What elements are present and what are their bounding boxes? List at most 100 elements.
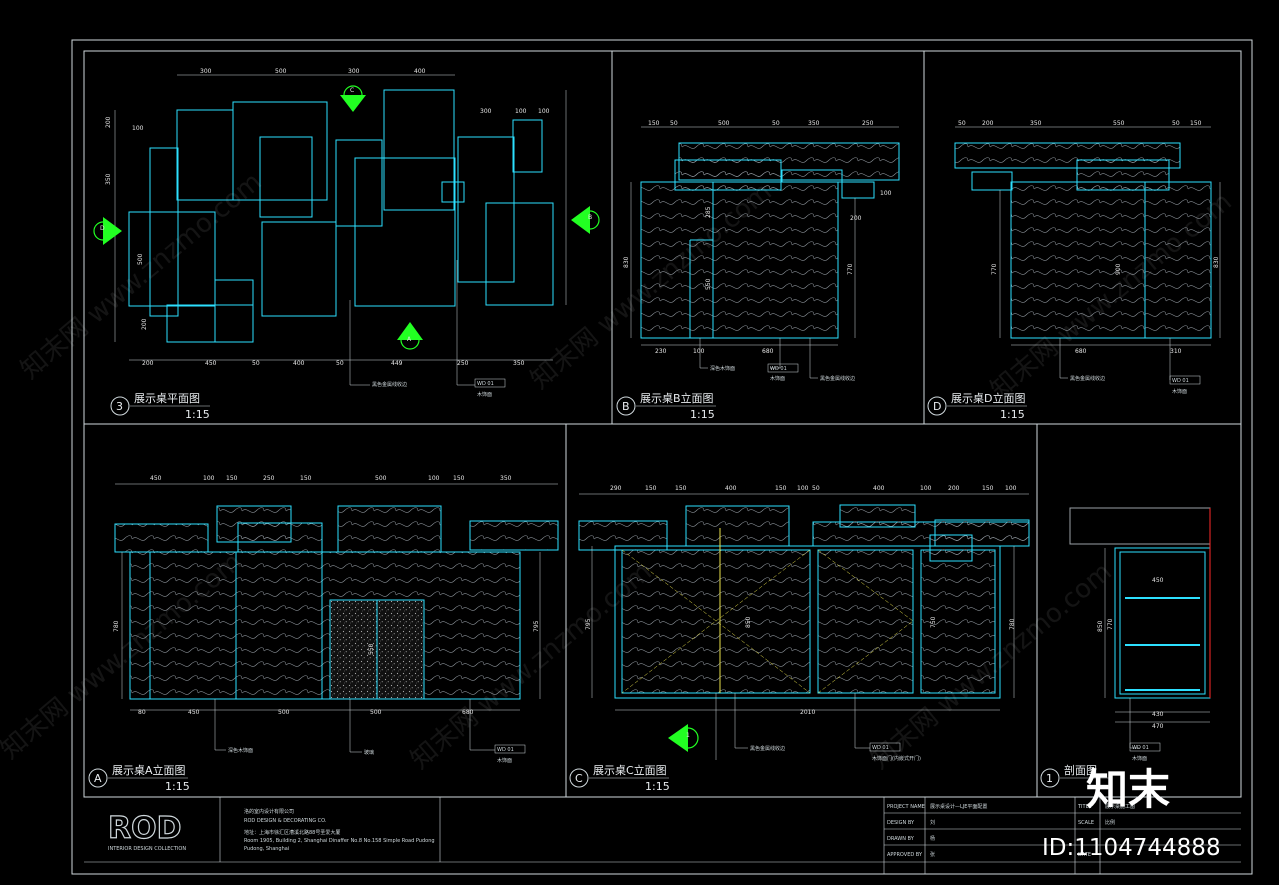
dim-label: 150	[226, 475, 238, 482]
dim-label: 150	[645, 485, 657, 492]
row-value: 比例	[1105, 819, 1115, 826]
dim-label: 300	[348, 68, 360, 75]
plan-right-dims: 300 100 100	[480, 108, 550, 115]
view-scale: 1:15	[185, 408, 210, 421]
dim-label: 550	[1113, 120, 1125, 127]
dim-label: 830	[1213, 256, 1220, 268]
dim-label: 680	[762, 348, 774, 355]
elevation-d	[954, 126, 1221, 385]
material-tag: WD 01	[770, 366, 787, 372]
material-note: 木饰面	[497, 757, 512, 764]
view-title: 展示桌A立面图	[112, 763, 186, 777]
address-en: Pudong, Shanghai	[244, 846, 289, 852]
dim-label: 50	[812, 485, 820, 492]
dim-label: 250	[263, 475, 275, 482]
note: 黑色金属线收边	[750, 745, 785, 752]
material-tag: WD 01	[477, 381, 494, 387]
material-note: 木饰面门(内嵌式开门)	[872, 755, 921, 762]
row-key: DATE	[1078, 852, 1091, 858]
dim-label: 50	[772, 120, 780, 127]
material-tag: WD 01	[497, 747, 514, 753]
marker-label: D	[100, 225, 105, 232]
elevation-c-dims: 290 150 150 400 150 100 50 400 100 200 1…	[585, 485, 1017, 762]
dim-label: 400	[293, 360, 305, 367]
dim-label: 230	[655, 348, 667, 355]
view-title-plan: 3 展示桌平面图 1:15	[110, 392, 210, 421]
dim-label: 310	[1170, 348, 1182, 355]
dim-label: 100	[693, 348, 705, 355]
row-value: 展示桌施工图	[1105, 803, 1135, 810]
dim-label: 430	[1152, 711, 1164, 718]
brand-watermark: 知末	[1086, 765, 1170, 814]
dim-label: 285	[705, 206, 712, 218]
dim-label: 850	[745, 616, 752, 628]
row-key: DRAWN BY	[887, 836, 915, 842]
dim-label: 200	[105, 116, 112, 128]
note: 深色木饰面	[710, 365, 735, 372]
view-title-d: D 展示桌D立面图 1:15	[927, 391, 1027, 421]
dim-label: 680	[1075, 348, 1087, 355]
dim-label: 449	[391, 360, 403, 367]
sheet-frame	[71, 39, 1253, 875]
section-dims: 450 430 470 850 770 WD 01 木饰面	[1097, 577, 1164, 762]
dim-label: 400	[873, 485, 885, 492]
material-note: 木饰面	[1172, 388, 1187, 395]
dim-label: 550	[705, 278, 712, 290]
company-name-cn: 洛的室内设计有限公司	[244, 808, 294, 815]
marker-label: A	[407, 336, 412, 343]
note: 深色木饰面	[228, 747, 253, 754]
elevation-b	[630, 126, 900, 379]
image-id-watermark: ID:1104744888	[1042, 835, 1221, 861]
plan-leader	[349, 260, 506, 388]
view-number: D	[933, 400, 941, 413]
dim-label: 150	[648, 120, 660, 127]
dim-label: 100	[920, 485, 932, 492]
dim-label: 2010	[800, 709, 815, 716]
plan-left-dims: 200 100 350 500 200	[105, 116, 148, 330]
row-value: 张	[930, 851, 935, 858]
dim-label: 450	[205, 360, 217, 367]
plan-bottom-dims: 200 450 50 400 50 449 250 350	[142, 360, 525, 367]
marker-a: A	[397, 322, 423, 350]
view-title: 展示桌D立面图	[951, 391, 1025, 405]
dim-label: 50	[670, 120, 678, 127]
dim-label: 500	[137, 253, 144, 265]
dim-label: 450	[188, 709, 200, 716]
view-number: 3	[116, 400, 123, 413]
dim-label: 350	[500, 475, 512, 482]
dim-label: 680	[462, 709, 474, 716]
dim-label: 795	[533, 620, 540, 632]
note: 黑色金属线收边	[1070, 375, 1105, 382]
note: 玻璃	[364, 749, 374, 756]
dim-label: 100	[203, 475, 215, 482]
view-title: 展示桌B立面图	[640, 391, 714, 405]
logo-subtitle: INTERIOR DESIGN COLLECTION	[108, 846, 186, 852]
dim-label: 100	[880, 190, 892, 197]
view-scale: 1:15	[690, 408, 715, 421]
dim-label: 500	[375, 475, 387, 482]
elevation-c	[578, 493, 1030, 760]
marker-label: 1	[686, 732, 690, 739]
dim-label: 350	[513, 360, 525, 367]
dim-label: 795	[585, 618, 592, 630]
material-note: 木饰面	[477, 391, 492, 398]
dim-label: 150	[453, 475, 465, 482]
view-number: B	[622, 400, 630, 413]
watermark-text: 知末网 www.znzmo.com	[15, 167, 267, 386]
plan-note: 黑色金属线收边	[372, 381, 407, 388]
material-tag: WD 01	[872, 745, 889, 751]
address-en: Room 1905, Building 2, Shanghai Dinaffer…	[244, 838, 435, 844]
view-scale: 1:15	[165, 780, 190, 793]
address-cn: 地址：上海市徐汇区漕溪北路88号圣爱大厦	[244, 829, 340, 836]
dim-label: 300	[200, 68, 212, 75]
material-tag: WD 01	[1132, 745, 1149, 751]
dim-label: 500	[278, 709, 290, 716]
view-number: 1	[1046, 772, 1053, 785]
material-note: 木饰面	[1132, 755, 1147, 762]
view-title: 展示桌平面图	[134, 392, 200, 405]
view-title-b: B 展示桌B立面图 1:15	[616, 391, 716, 421]
dim-label: 770	[847, 263, 854, 275]
title-rows: PROJECT NAME 展示桌设计—LJE平面配置 DESIGN BY 刘 D…	[887, 803, 1135, 858]
material-tag: WD 01	[1172, 378, 1189, 384]
